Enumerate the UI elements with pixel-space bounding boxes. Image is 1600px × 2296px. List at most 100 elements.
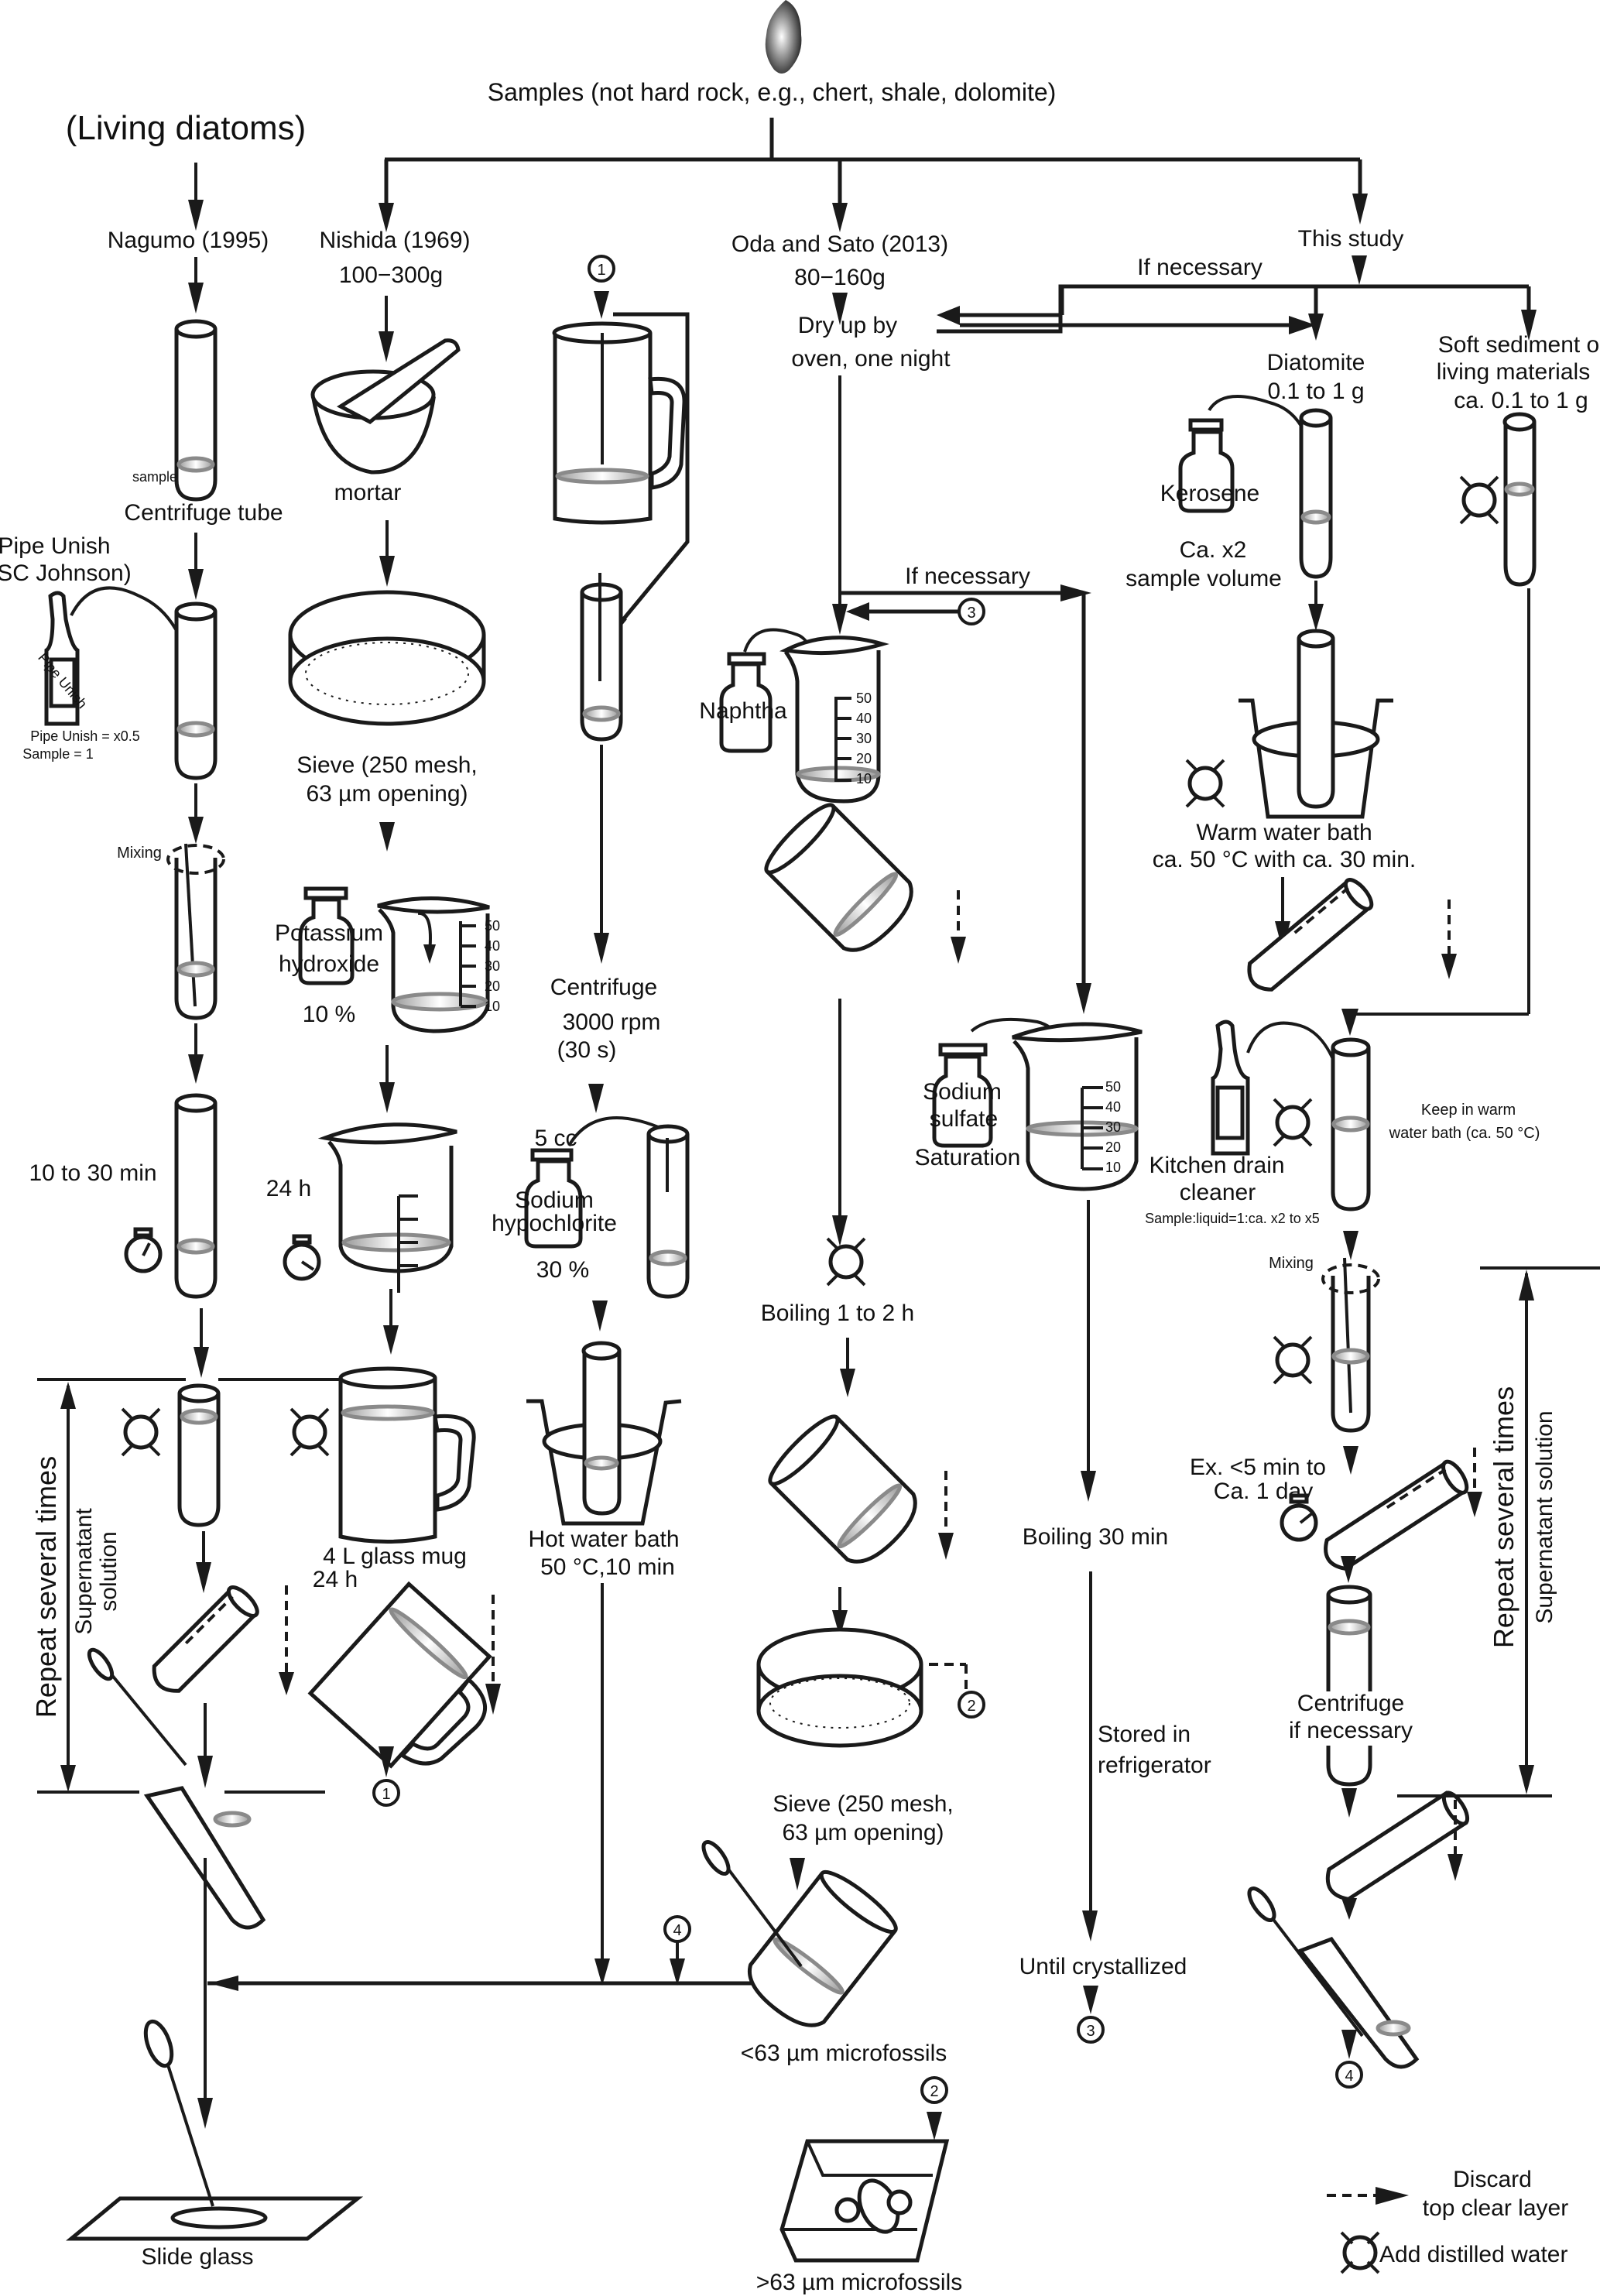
arrowhead [1308,314,1324,341]
cleaner-line1: Kitchen drain [1149,1153,1284,1178]
pipette-bulb [701,1840,731,1876]
arrowhead [188,817,204,844]
reagent-maker: (SC Johnson) [0,560,132,586]
this-study-title: This study [1298,226,1404,252]
cleaner-ratio: Sample:liquid=1:ca. x2 to x5 [1145,1211,1320,1226]
ratio-line1: Pipe Unish = x0.5 [30,728,140,744]
tilted-mug-icon [307,1581,492,1769]
koh-line1: Potassium [275,920,383,946]
glass-mug-with-pipette-icon [552,321,687,525]
centrifuge-tube [1502,412,1537,587]
kerosene-amount-line1: Ca. x2 [1180,537,1247,563]
nishida-title: Nishida (1969) [319,228,470,253]
timer-icon [1280,1493,1318,1542]
ts-centrifuge-line1: Centrifuge [1297,1691,1404,1716]
warm-bath-line1: Warm water bath [1196,820,1372,845]
arrowhead [1341,1898,1357,1920]
beaker-tick: 20 [1105,1139,1121,1155]
water-icon [826,1237,866,1287]
arrowhead [1519,1765,1534,1794]
living-diatoms-label: (Living diatoms) [66,109,307,147]
centrifuge-duration: (30 s) [557,1037,617,1063]
arrowhead [1341,1788,1357,1818]
beaker-icon [317,1122,457,1293]
beaker-tick: 30 [485,958,500,974]
pipette-tube [580,573,623,742]
mortar-label: mortar [334,480,402,505]
arrowhead [938,1533,954,1560]
water-icon [1459,475,1499,525]
tilted-beaker-icon [764,803,913,952]
kerosene-amount-line2: sample volume [1125,566,1282,591]
arrowhead [790,1858,805,1890]
pipette-tube [1247,1886,1420,2069]
reagent-bottle-icon [1178,418,1235,513]
oda-sieve-line2: 63 µm opening) [782,1820,944,1845]
mixing-label: Mixing [117,845,162,862]
arrowhead [279,1672,294,1695]
beaker-tick: 30 [856,731,872,746]
legend-discard-line2: top clear layer [1423,2195,1568,2221]
soft-line2: living materials [1437,359,1590,385]
arrowhead [937,306,960,325]
arrowhead [670,1958,685,1986]
arrowhead [832,293,848,325]
arrowhead [840,1369,855,1397]
naphtha-label: Naphtha [699,698,787,724]
connector-label: 1 [382,1786,390,1803]
legend: Discard top clear layer Add distilled wa… [1327,2167,1568,2274]
connector-marker [1077,2016,1105,2044]
beaker-tick: 10 [485,999,500,1014]
centrifuge-label: Centrifuge [550,975,657,1000]
nagumo-title: Nagumo (1995) [108,228,269,253]
hypochlorite-line1: Sodium [515,1187,594,1213]
arrowhead [485,1684,501,1715]
beaker-tick: 30 [1105,1119,1121,1135]
soft-line3: ca. 0.1 to 1 g [1454,388,1588,413]
this-study-if-necessary: If necessary [1137,255,1263,280]
ratio-line2: Sample = 1 [22,746,94,762]
arrowhead [379,331,394,362]
ts-repeat-label: Repeat several times [1488,1386,1519,1648]
reagent-bottle-icon [524,1148,583,1249]
arrowhead [60,1382,76,1409]
beaker-tick: 20 [856,751,872,766]
stored-line1: Stored in [1098,1722,1191,1747]
keep-warm-line1: Keep in warm [1421,1102,1516,1119]
tray-icon [779,2139,950,2263]
glass-mug-icon [338,1366,476,1544]
stored-line2: refrigerator [1098,1753,1211,1778]
water-icon [121,1407,161,1457]
beaker-tick: 40 [485,938,500,954]
connector-marker [920,2076,948,2104]
arrowhead [832,1610,848,1637]
connector-marker [958,1691,985,1719]
legend-discard-line1: Discard [1453,2167,1532,2192]
sulfate-line1: Sodium [923,1079,1002,1105]
legend-discard-arrowhead [1376,2187,1409,2205]
arrowhead [197,2098,213,2129]
arrowhead [1060,584,1091,601]
timer-icon [283,1234,321,1281]
arrowhead [188,569,204,600]
water-icon [1273,1098,1313,1147]
connector-marker [372,1779,400,1807]
water-icon [290,1407,330,1457]
sieve-icon [288,590,486,726]
arrowhead [1343,1231,1358,1260]
sieve-label-line2: 63 µm opening) [306,781,468,807]
arrowhead [594,933,609,964]
legend-water-label: Add distilled water [1379,2242,1567,2267]
arrowhead [1467,1492,1482,1517]
rock-sample-icon [765,0,802,74]
centrifuge-tube [174,601,218,780]
hypochlorite-volume: 5 cc [534,1126,577,1151]
water-icon [1185,759,1225,808]
nishida-amount: 100−300g [339,262,443,288]
drain-cleaner-bottle-icon [1211,1019,1250,1156]
arrowhead [1343,1446,1358,1475]
tilted-beaker-with-pipette-icon [748,1869,898,2027]
arrowhead [383,1325,399,1355]
centrifuge-tube [177,1383,221,1527]
arrowhead [1352,194,1368,224]
